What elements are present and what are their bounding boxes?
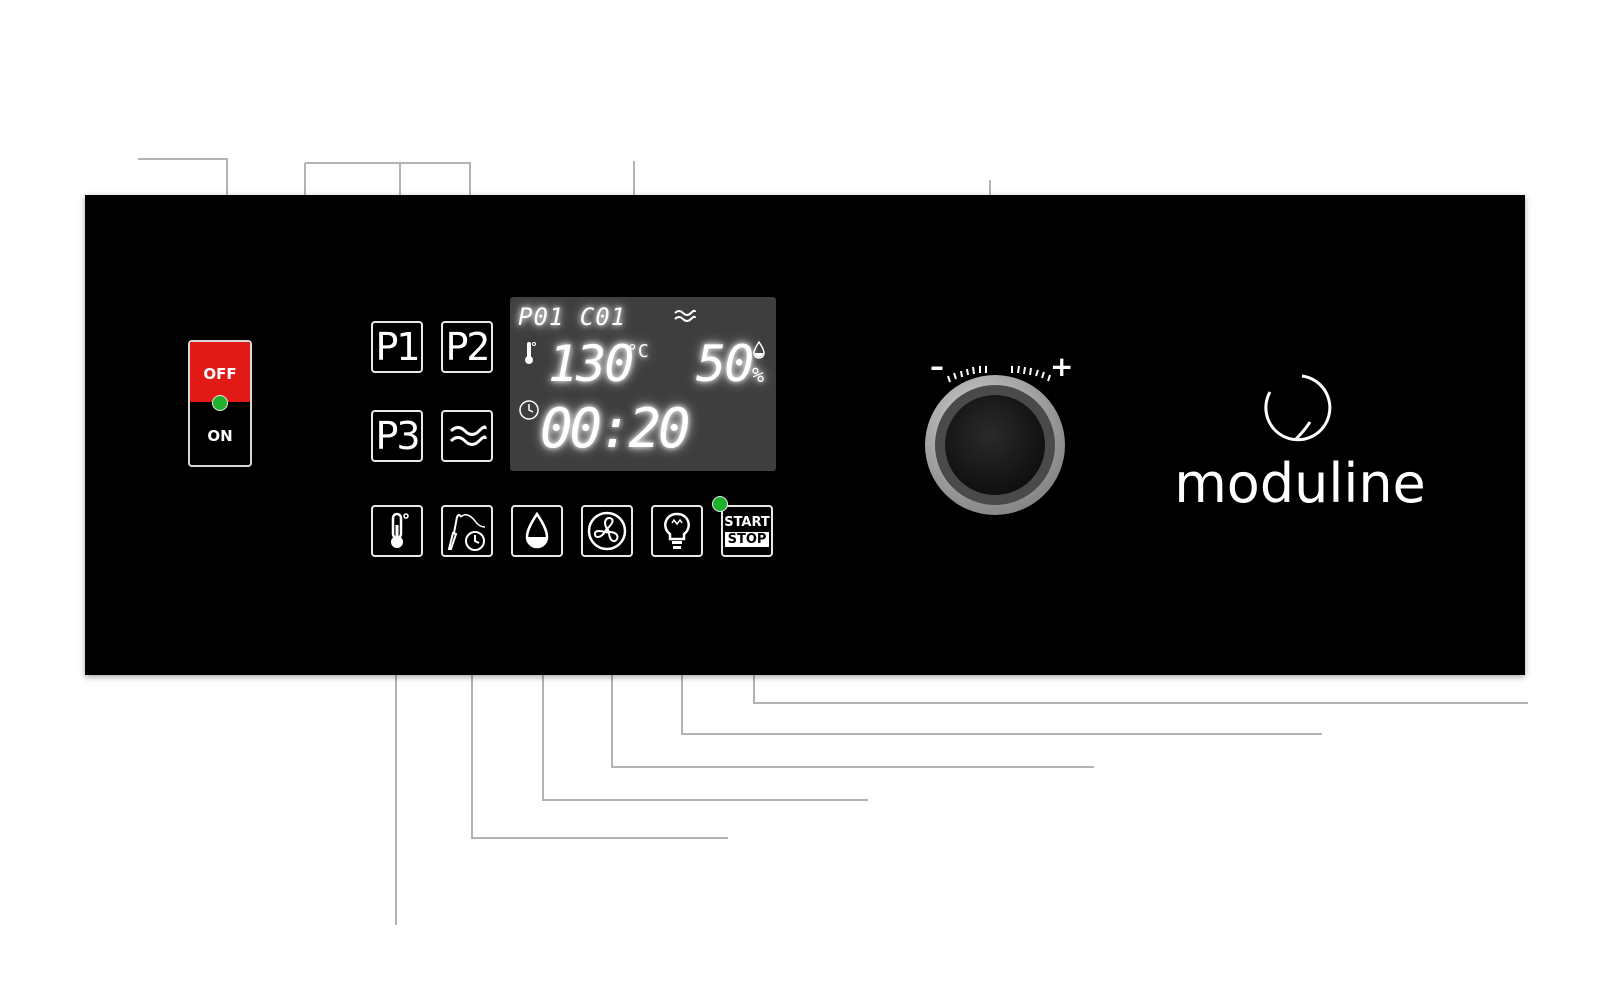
display-time: 00:20: [540, 397, 691, 460]
light-key[interactable]: [651, 505, 703, 557]
display-temperature: 130: [548, 335, 634, 393]
display-program: P01 C01: [518, 303, 627, 331]
knob-center: [945, 395, 1045, 495]
program-key-label: P2: [445, 325, 490, 369]
brand-mark-icon: [1264, 374, 1332, 442]
humidity-key[interactable]: [511, 505, 563, 557]
control-knob-area: – +: [900, 340, 1100, 515]
start-label: START: [724, 515, 770, 530]
display-humidity: 50: [696, 335, 754, 393]
steam-key[interactable]: [441, 410, 493, 462]
display-temperature-unit: °C: [627, 341, 649, 362]
temperature-key[interactable]: [371, 505, 423, 557]
probe-timer-icon: [447, 514, 486, 551]
thermometer-icon: [391, 512, 409, 548]
program-key-label: P1: [375, 325, 420, 369]
knob-scale: [947, 365, 1051, 383]
probe-timer-key[interactable]: [441, 505, 493, 557]
display-humidity-unit: %: [752, 363, 765, 387]
display-thermometer-icon: [525, 342, 536, 364]
knob-minus-label: –: [930, 350, 944, 383]
knob-plus-label: +: [1050, 350, 1074, 383]
program-key-p2[interactable]: P2: [441, 321, 493, 373]
stop-label: STOP: [724, 532, 770, 547]
brand-logo: moduline: [1165, 370, 1435, 520]
power-switch[interactable]: OFF ON: [188, 340, 252, 467]
program-key-p3[interactable]: P3: [371, 410, 423, 462]
light-bulb-icon: [664, 512, 690, 549]
display-drop-icon: [753, 341, 765, 359]
start-led-indicator: [712, 496, 728, 512]
power-on-label: ON: [207, 427, 233, 445]
start-stop-key[interactable]: START STOP: [721, 505, 773, 557]
program-key-label: P3: [375, 414, 420, 458]
fan-icon: [587, 511, 627, 551]
power-off-label: OFF: [190, 342, 250, 402]
knob-ring: [935, 385, 1055, 505]
steam-waves-icon: [449, 425, 487, 446]
brand-name: moduline: [1174, 452, 1426, 515]
lcd-display: P01 C01 130 °C 50 % 00:20: [510, 297, 776, 471]
display-steam-icon: [674, 309, 696, 322]
display-clock-icon: [519, 400, 539, 420]
humidity-drop-icon: [525, 511, 549, 549]
control-panel: OFF ON P1 P2 P3 P01 C01 130 °C 50: [85, 195, 1525, 675]
program-key-p1[interactable]: P1: [371, 321, 423, 373]
fan-key[interactable]: [581, 505, 633, 557]
power-led-indicator: [212, 395, 228, 411]
leader-probe: [471, 625, 728, 839]
control-knob[interactable]: [925, 375, 1065, 515]
leader-drop: [542, 625, 868, 801]
